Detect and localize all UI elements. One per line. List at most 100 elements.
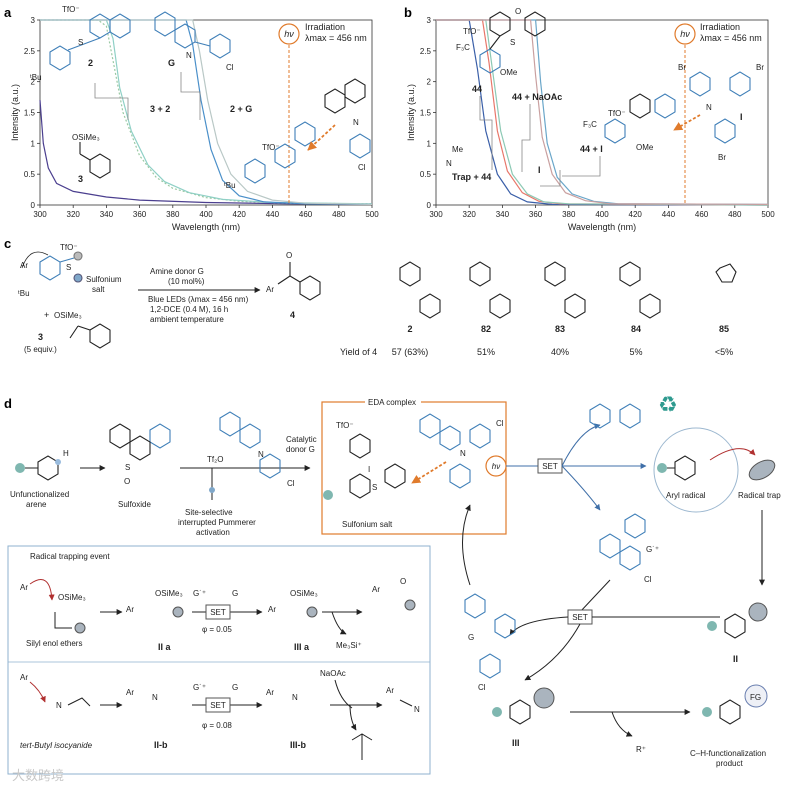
set-row1-box	[205, 604, 231, 620]
irradiation-b-label: Irradiation	[700, 22, 740, 32]
salt-text: salt	[92, 285, 105, 294]
n-IIb: N	[152, 693, 158, 702]
yield-row-label: Yield of 4	[340, 347, 377, 357]
watermark: 大数跨境	[12, 768, 64, 783]
compound-3-c: 3	[38, 332, 43, 342]
leader-G-a	[180, 72, 201, 120]
chartB-series-line	[436, 19, 769, 205]
chartB-ytick-label: 0.5	[420, 170, 432, 179]
product-structure	[702, 684, 768, 725]
gcation-label: G˙⁺	[646, 545, 659, 554]
leader-44I-b	[562, 156, 601, 177]
n-IIIb: N	[292, 693, 298, 702]
tbu-c: ᵗBu	[18, 289, 30, 298]
phi2: φ = 0.08	[202, 721, 232, 730]
chartB-ytick-label: 3	[427, 16, 432, 25]
tf2o: Tf₂O	[207, 455, 223, 464]
ar-IIIb: Ar	[266, 688, 274, 697]
tbu-complex-a: ᵗBu	[224, 181, 236, 190]
label-3p2: 3 + 2	[150, 104, 170, 114]
structure-3-a	[79, 142, 111, 179]
n-a: N	[186, 51, 192, 60]
eda-arrow-b	[673, 114, 701, 131]
chartA-ytick-label: 1.5	[24, 109, 36, 118]
silyl-label: Silyl enol ethers	[26, 639, 82, 648]
naoac-label: NaOAc	[320, 669, 346, 678]
osime3-c: OSiMe₃	[54, 311, 82, 320]
label-2pG: 2 + G	[230, 104, 252, 114]
chartB-xtick-label: 340	[496, 210, 510, 219]
s-c: S	[66, 263, 71, 272]
chartA-xtick-label: 440	[266, 210, 280, 219]
o-b: O	[515, 7, 521, 16]
chartA-series-line	[40, 19, 373, 205]
tfo-b: TfO⁻	[463, 27, 481, 36]
chartB-xtick-label: 460	[695, 210, 709, 219]
cond5: ambient temperature	[150, 315, 224, 324]
gg-row2: G	[232, 683, 238, 692]
osime3-row1: OSiMe₃	[58, 593, 86, 602]
II-label: II	[733, 654, 738, 664]
irradiation-a-lambda: λmax = 456 nm	[305, 33, 367, 43]
arrow-to-III	[524, 623, 581, 681]
eda-I: I	[368, 465, 370, 474]
cond4: 1,2-DCE (0.4 M), 16 h	[150, 305, 228, 314]
chartA-series-line	[40, 19, 373, 205]
chartA-series-line	[40, 19, 373, 205]
panel-label-a: a	[4, 5, 12, 20]
o-c: O	[286, 251, 292, 260]
cl-a: Cl	[226, 63, 234, 72]
ar-IIa: Ar	[126, 605, 134, 614]
ar-row1: Ar	[20, 583, 28, 592]
panel-label-c: c	[4, 236, 11, 251]
structure-2G-complex-a	[244, 78, 371, 184]
me3si: Me₃Si⁺	[336, 641, 362, 650]
tfo-eda: TfO⁻	[336, 421, 354, 430]
chartB-xtick-label: 320	[463, 210, 477, 219]
yield-value: 57 (63%)	[392, 347, 429, 357]
o-sulfoxide: O	[124, 477, 130, 486]
chartB-xtick-label: 440	[662, 210, 676, 219]
gc-row2: G˙⁺	[193, 683, 206, 692]
unfunc1: Unfunctionalized	[10, 490, 69, 499]
label-44-I: 44 + I	[580, 144, 603, 154]
chartB-ytick-label: 1	[427, 139, 432, 148]
ome-b: OMe	[500, 68, 518, 77]
gg-row1: G	[232, 589, 238, 598]
aryl-radical-label: Aryl radical	[666, 491, 706, 500]
compound-G-label: G	[168, 58, 175, 68]
compound-3-label: 3	[78, 174, 83, 184]
cl-gcation: Cl	[644, 575, 652, 584]
structure-44-I-complex-b	[604, 71, 751, 144]
label-trap-44: Trap + 44	[452, 172, 491, 182]
n-row2: N	[56, 701, 62, 710]
irradiation-b-lambda: λmax = 456 nm	[700, 33, 762, 43]
catalyst-label: 83	[555, 324, 565, 334]
chart-b-ylabel: Intensity (a.u.)	[406, 84, 416, 141]
arrow-to-Gcation	[561, 465, 601, 511]
arrow-rplus	[611, 711, 633, 737]
chartA-xtick-label: 360	[133, 210, 147, 219]
chartB-ytick-label: 1.5	[420, 109, 432, 118]
leader-44-b	[479, 96, 493, 170]
chartA-xtick-label: 340	[100, 210, 114, 219]
catd2: donor G	[286, 445, 315, 454]
gc-row1: G˙⁺	[193, 589, 206, 598]
byproduct-d	[589, 403, 641, 429]
br1-b: Br	[678, 63, 686, 72]
cl-g-neutral: Cl	[478, 683, 486, 692]
chartA-ytick-label: 2	[31, 78, 36, 87]
yield-value: <5%	[715, 347, 733, 357]
unfunc2: arene	[26, 500, 47, 509]
leader-naoac-b	[521, 104, 531, 172]
arrow-to-trap	[709, 448, 756, 461]
chartB-ytick-label: 2	[427, 78, 432, 87]
s-sulfoxide: S	[125, 463, 130, 472]
chart-a-frame	[39, 19, 373, 206]
osime3-IIIa: OSiMe₃	[290, 589, 318, 598]
s-plus-a: S	[78, 38, 83, 47]
aryl-radical-structure	[657, 455, 696, 481]
set-row2-box	[205, 697, 231, 713]
